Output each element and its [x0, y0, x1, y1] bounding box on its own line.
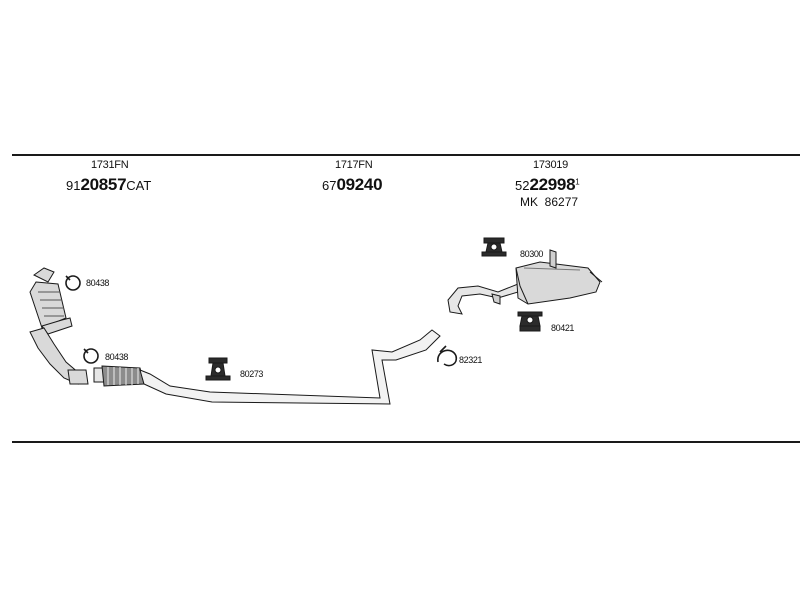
clamp-icon-lower-left: [83, 348, 99, 364]
top-divider-line: [12, 154, 800, 156]
bottom-divider-line: [12, 441, 800, 443]
hanger-icon-rear-bottom: [517, 311, 543, 332]
rear-part-prefix: 52: [515, 178, 530, 193]
rear-mk-kit: MK 86277: [520, 196, 578, 208]
clamp-icon-middle: [437, 345, 458, 367]
middle-pipe: [139, 329, 441, 405]
middle-section-part-number: 6709240: [322, 175, 383, 194]
hanger-code-rear-bottom: 80421: [551, 323, 575, 333]
middle-section-ref: 1717FN: [335, 159, 373, 171]
front-section-part-number: 9120857CAT: [66, 176, 151, 193]
front-part-main: 20857: [80, 175, 127, 194]
front-part-prefix: 91: [66, 178, 81, 193]
rear-section-part-number: 52229981: [515, 176, 580, 193]
clamp-code-middle: 82321: [459, 355, 483, 365]
rear-part-suffix: 1: [575, 177, 580, 187]
rear-section-ref: 173019: [533, 159, 568, 171]
hanger-code-middle: 80273: [240, 369, 264, 379]
front-section-ref: 1731FN: [91, 159, 129, 171]
rear-mk-value: 86277: [544, 195, 579, 209]
hanger-code-rear-top: 80300: [520, 249, 544, 259]
middle-part-main: 09240: [336, 175, 383, 194]
hanger-icon-middle: [205, 357, 231, 381]
middle-part-prefix: 67: [322, 178, 337, 193]
front-part-suffix: CAT: [126, 178, 152, 193]
hanger-icon-rear-top: [481, 237, 507, 257]
rear-pipe-muffler: [447, 249, 603, 315]
clamp-code-top-left: 80438: [86, 278, 110, 288]
clamp-icon-top-left: [65, 275, 81, 291]
flex-pipe-section: [93, 365, 145, 387]
rear-part-main: 22998: [529, 175, 576, 194]
front-pipe-catalytic-converter: [29, 267, 89, 385]
rear-mk-label: MK: [520, 195, 538, 209]
clamp-code-lower-left: 80438: [105, 352, 129, 362]
